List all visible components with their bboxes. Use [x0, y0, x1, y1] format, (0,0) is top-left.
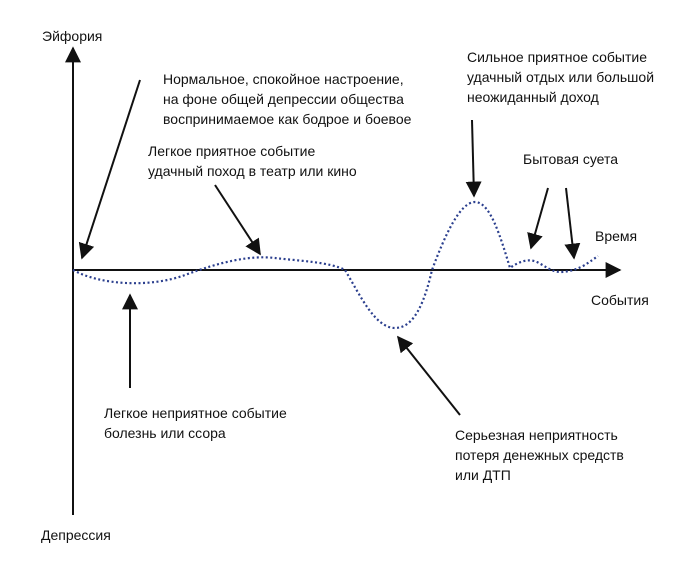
arrow-household-2 — [564, 187, 581, 260]
arrow-light-pleasant — [214, 184, 261, 256]
annotation-normal-line2: на фоне общей депрессии общества — [163, 91, 404, 107]
arrow-normal — [78, 79, 141, 260]
arrow-household-1 — [527, 187, 549, 250]
y-axis-bottom-label: Депрессия — [41, 527, 111, 543]
annotation-serious-unpleasant-line1: Серьезная неприятность — [455, 427, 618, 443]
annotation-serious-unpleasant-line2: потеря денежных средств — [455, 447, 624, 463]
arrow-serious-unpleasant — [397, 335, 461, 416]
annotation-light-unpleasant-line2: болезнь или ссора — [104, 425, 226, 441]
y-axis-top-label: Эйфория — [42, 28, 102, 44]
annotation-serious-unpleasant-line3: или ДТП — [455, 467, 511, 483]
annotation-strong-pleasant-line2: удачный отдых или большой — [467, 69, 654, 85]
annotation-normal-line3: воспринимаемое как бодрое и боевое — [163, 111, 412, 127]
annotation-light-pleasant-line2: удачный поход в театр или кино — [148, 163, 357, 179]
mood-curve — [72, 200, 599, 330]
annotation-light-pleasant-line1: Легкое приятное событие — [148, 143, 315, 159]
annotation-strong-pleasant-line3: неожиданный доход — [467, 89, 599, 105]
x-axis-upper-label: Время — [595, 228, 637, 244]
annotation-light-unpleasant-line1: Легкое неприятное событие — [104, 405, 287, 421]
arrow-strong-pleasant — [465, 119, 482, 198]
x-axis-lower-label: События — [591, 292, 649, 308]
annotation-normal-line1: Нормальное, спокойное настроение, — [163, 71, 404, 87]
annotation-household-line1: Бытовая суета — [523, 151, 618, 167]
annotation-strong-pleasant-line1: Сильное приятное событие — [467, 49, 647, 65]
